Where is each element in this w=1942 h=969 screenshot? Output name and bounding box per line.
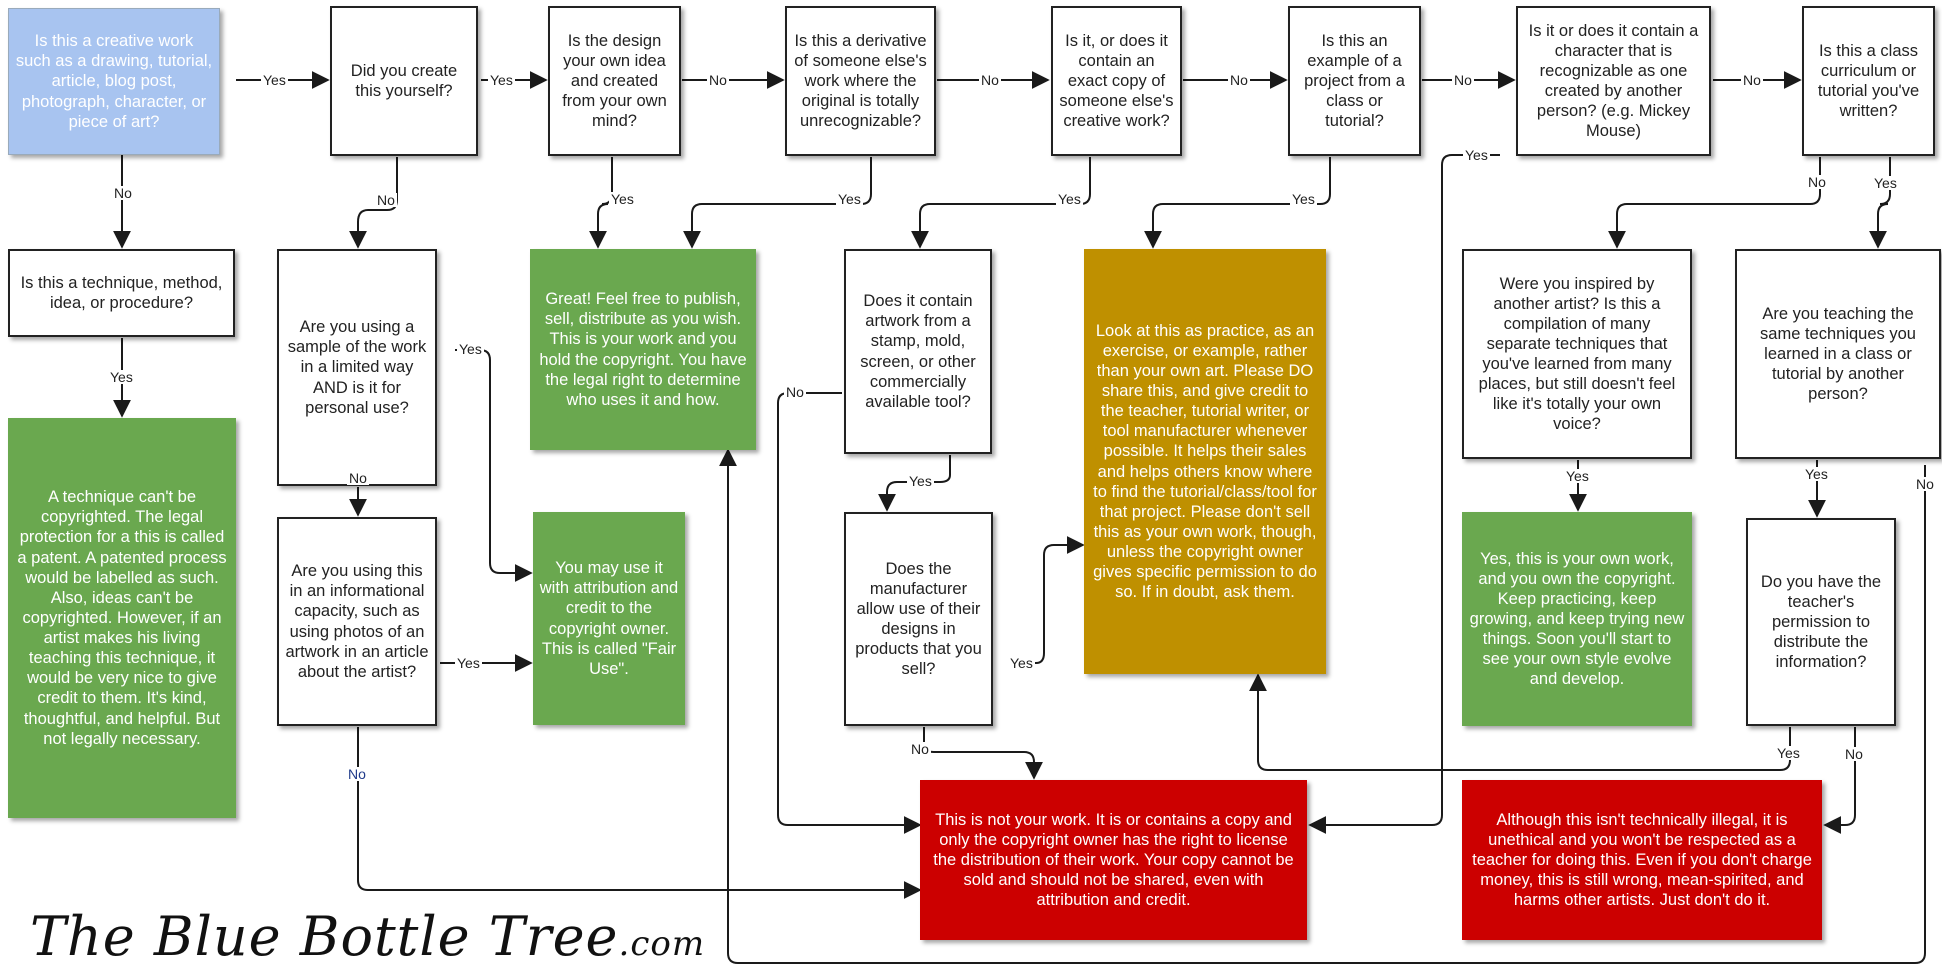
label-deriv-yes: Yes (836, 191, 863, 207)
arrow-info-to-notyours (357, 727, 922, 899)
label-stamp-no: No (784, 384, 806, 400)
node-project-question: Is this an example of a project from a c… (1288, 6, 1421, 156)
brand-suffix: .com (618, 924, 706, 964)
node-start-question: Is this a creative work such as a drawin… (8, 8, 220, 155)
node-great-answer: Great! Feel free to publish, sell, distr… (530, 249, 756, 450)
arrow-sample-to-fairuse (455, 349, 533, 582)
label-project-yes: Yes (1290, 191, 1317, 207)
node-practice-answer: Look at this as practice, as an exercise… (1084, 249, 1326, 674)
arrow-manufacturer-to-notyours (923, 727, 1043, 780)
label-teaching-yes: Yes (1803, 466, 1830, 482)
label-copy-no: No (1228, 72, 1250, 88)
label-project-no: No (1452, 72, 1474, 88)
label-character-no: No (1741, 72, 1763, 88)
brand-name: The Blue Bottle Tree (30, 905, 619, 968)
arrow-copy-to-stamp (911, 157, 1091, 249)
node-character-question: Is it or does it contain a character tha… (1516, 6, 1711, 156)
label-manufacturer-no: No (909, 741, 931, 757)
node-permission-question: Do you have the teacher's permission to … (1746, 518, 1896, 726)
arrow-teaching-to-great (719, 448, 1926, 964)
label-permission-no: No (1843, 746, 1865, 762)
arrow-stamp-to-notyours (777, 392, 922, 834)
node-info-question: Are you using this in an informational c… (277, 517, 437, 726)
label-info-yes: Yes (455, 655, 482, 671)
label-curriculum-no: No (1806, 174, 1828, 190)
label-create-no: No (375, 192, 397, 208)
label-create-yes: Yes (488, 72, 515, 88)
node-inspired-question: Were you inspired by another artist? Is … (1462, 249, 1692, 459)
label-permission-yes: Yes (1775, 745, 1802, 761)
node-teaching-question: Are you teaching the same techniques you… (1735, 249, 1941, 459)
node-create-question: Did you create this yourself? (330, 6, 478, 156)
label-character-yes: Yes (1463, 147, 1490, 163)
node-notyours-answer: This is not your work. It is or contains… (920, 780, 1307, 940)
label-copy-yes: Yes (1056, 191, 1083, 207)
label-start-yes: Yes (261, 72, 288, 88)
node-manufacturer-question: Does the manufacturer allow use of their… (844, 512, 993, 726)
arrow-character-to-notyours (1308, 154, 1500, 834)
label-teaching-no: No (1914, 476, 1936, 492)
arrow-permission-to-unethical (1823, 727, 1856, 834)
node-derivative-question: Is this a derivative of someone else's w… (785, 6, 936, 156)
label-manufacturer-yes: Yes (1008, 655, 1035, 671)
node-fairuse-answer: You may use it with attribution and cred… (533, 512, 685, 725)
label-curriculum-yes: Yes (1872, 175, 1899, 191)
arrow-manufacturer-to-practice (1022, 536, 1085, 664)
node-curriculum-question: Is this a class curriculum or tutorial y… (1802, 6, 1935, 156)
arrow-project-to-practice (1144, 157, 1331, 249)
arrow-curriculum-to-teaching (1869, 157, 1891, 249)
node-stamp-question: Does it contain artwork from a stamp, mo… (844, 249, 992, 454)
node-design-question: Is the design your own idea and created … (548, 6, 681, 156)
label-start-no: No (112, 185, 134, 201)
label-technique-yes: Yes (108, 369, 135, 385)
node-copy-question: Is it, or does it contain an exact copy … (1051, 6, 1182, 156)
label-deriv-no: No (979, 72, 1001, 88)
label-stamp-yes: Yes (907, 473, 934, 489)
label-design-yes: Yes (609, 191, 636, 207)
node-technique-answer: A technique can't be copyrighted. The le… (8, 418, 236, 818)
node-yourown-answer: Yes, this is your own work, and you own … (1462, 512, 1692, 726)
label-design-no: No (707, 72, 729, 88)
label-inspired-yes: Yes (1564, 468, 1591, 484)
label-info-no: No (346, 766, 368, 782)
arrow-deriv-to-great (683, 157, 872, 249)
node-technique-question: Is this a technique, method, idea, or pr… (8, 249, 235, 337)
node-unethical-answer: Although this isn't technically illegal,… (1462, 780, 1822, 940)
arrow-curriculum-to-inspired (1608, 157, 1821, 249)
brand-logo: The Blue Bottle Tree.com (30, 910, 705, 964)
node-sample-question: Are you using a sample of the work in a … (277, 249, 437, 486)
label-sample-yes: Yes (457, 341, 484, 357)
arrow-permission-to-practice (1249, 673, 1791, 771)
label-sample-no: No (347, 470, 369, 486)
